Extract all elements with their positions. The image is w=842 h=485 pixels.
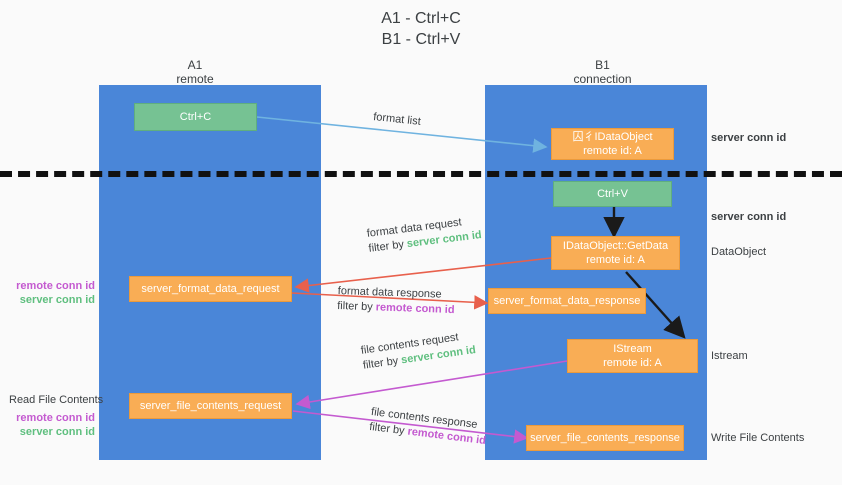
lane-b1-name: B1 — [595, 58, 610, 72]
lane-a1-name: A1 — [187, 58, 203, 72]
node-server-format-data-request-label: server_format_data_request — [141, 283, 280, 295]
page-title: A1 - Ctrl+C B1 - Ctrl+V — [0, 8, 842, 50]
title-line-1: A1 - Ctrl+C — [381, 10, 461, 27]
token-remote-conn-id: remote conn id — [375, 301, 455, 317]
arrow-format-data-request — [294, 257, 552, 293]
arrow-file-contents-response — [292, 410, 529, 444]
node-server-format-data-response-label: server_format_data_response — [493, 295, 641, 307]
node-idataobject-line1: 囚彳IDataObject — [572, 131, 653, 143]
node-getdata[interactable]: IDataObject::GetData remote id: A — [551, 236, 680, 270]
left-label-conn-id-pair-bottom: remote conn id server conn id — [0, 411, 95, 439]
arrow-format-list — [256, 116, 548, 153]
left-label-server-conn-id: server conn id — [19, 294, 95, 306]
node-idataobject-line2: remote id: A — [583, 145, 642, 157]
node-getdata-line1: IDataObject::GetData — [562, 240, 669, 252]
left-label-conn-id-pair-top: remote conn id server conn id — [0, 279, 95, 307]
node-ctrl-c-label: Ctrl+C — [179, 111, 212, 123]
node-server-file-contents-response[interactable]: server_file_contents_response — [526, 425, 684, 451]
lane-b1-sub: connection — [573, 72, 632, 86]
lane-a1-sub: remote — [176, 72, 214, 86]
left-label-read-file-contents: Read File Contents — [9, 394, 104, 406]
node-istream[interactable]: IStream remote id: A — [567, 339, 698, 373]
node-ctrl-c[interactable]: Ctrl+C — [134, 103, 257, 131]
annotation-format-data-response-line1: format data response — [337, 284, 442, 301]
title-line-2: B1 - Ctrl+V — [381, 31, 461, 48]
left-label-remote-conn-id: remote conn id — [16, 412, 95, 424]
right-label-write-file-contents: Write File Contents — [711, 432, 805, 444]
lane-header-a1: A1 remote — [130, 58, 260, 86]
node-getdata-line2: remote id: A — [586, 254, 645, 266]
node-server-file-contents-request-label: server_file_contents_request — [139, 400, 282, 412]
arrow-format-data-response — [291, 292, 489, 310]
node-server-file-contents-request[interactable]: server_file_contents_request — [129, 393, 292, 419]
right-label-dataobject: DataObject — [711, 246, 767, 258]
node-istream-line1: IStream — [613, 343, 652, 355]
node-istream-line2: remote id: A — [603, 357, 662, 369]
arrow-getdata-to-istream — [625, 271, 686, 339]
lane-header-b1: B1 connection — [530, 58, 675, 86]
node-ctrl-v-label: Ctrl+V — [597, 188, 628, 200]
right-label-istream: Istream — [711, 350, 748, 362]
node-ctrl-v[interactable]: Ctrl+V — [553, 181, 672, 207]
right-label-server-conn-id-mid: server conn id — [711, 211, 787, 223]
node-server-format-data-request[interactable]: server_format_data_request — [129, 276, 292, 302]
node-server-file-contents-response-label: server_file_contents_response — [530, 432, 680, 444]
annotation-format-data-response: format data response filter by remote co… — [337, 284, 455, 318]
node-server-format-data-response[interactable]: server_format_data_response — [488, 288, 646, 314]
right-label-server-conn-id-top: server conn id — [711, 132, 787, 144]
arrow-file-contents-request — [295, 360, 568, 410]
node-idataobject[interactable]: 囚彳IDataObject remote id: A — [551, 128, 674, 160]
phase-divider — [0, 171, 842, 177]
left-label-server-conn-id: server conn id — [19, 426, 95, 438]
left-label-remote-conn-id: remote conn id — [16, 280, 95, 292]
